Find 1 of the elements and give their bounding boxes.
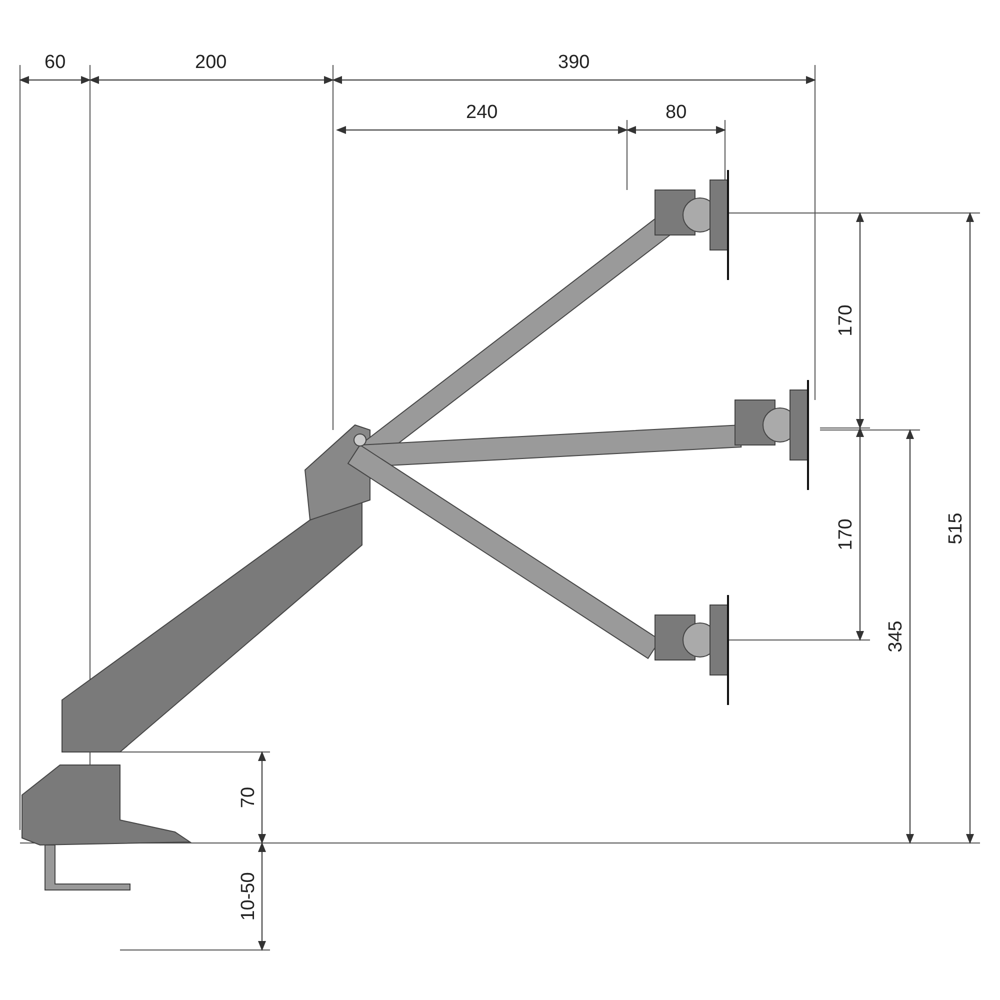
dimension-label: 10-50 bbox=[238, 870, 258, 922]
